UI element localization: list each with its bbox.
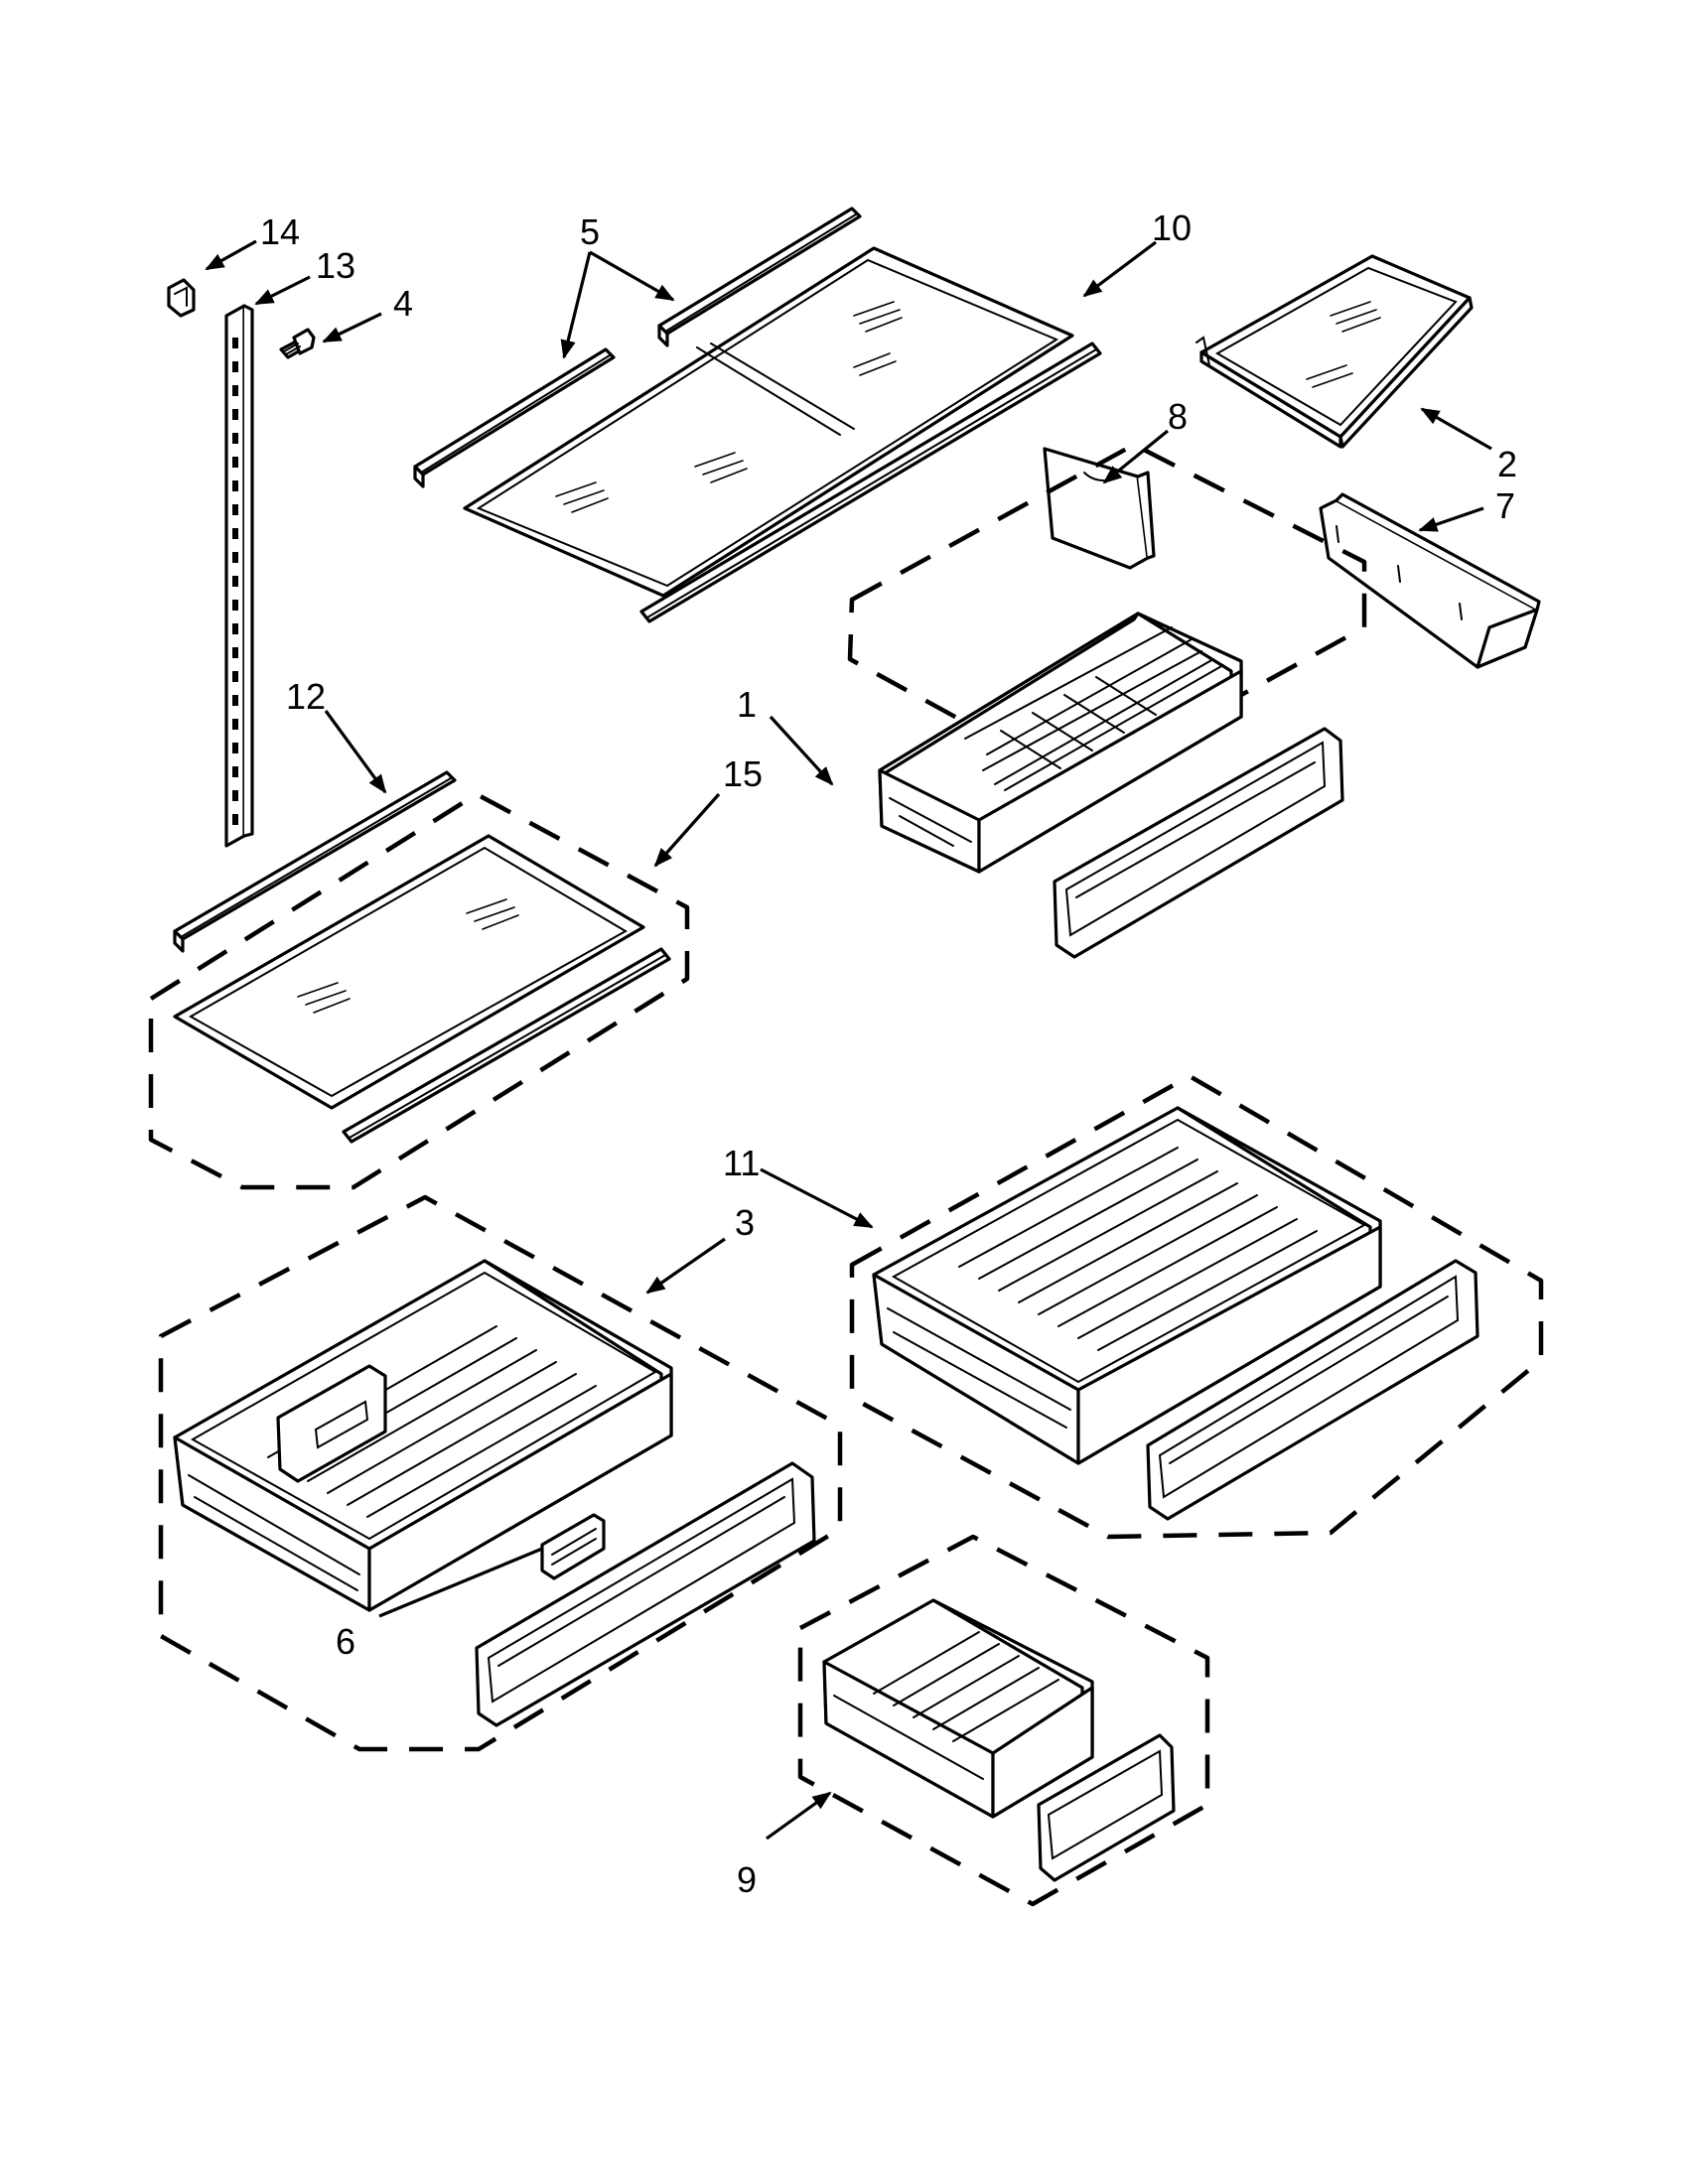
rail-slot xyxy=(232,552,238,563)
rail-slot xyxy=(232,647,238,658)
leader-2 xyxy=(1420,407,1492,451)
part-1-crisper-drawer xyxy=(847,442,1367,959)
leader-15 xyxy=(653,792,721,868)
rail-slot xyxy=(232,338,238,348)
part-7-tray xyxy=(1319,492,1541,669)
callout-15: 15 xyxy=(723,753,763,794)
leader-1 xyxy=(769,715,834,786)
rail-slot xyxy=(232,743,238,753)
leader-7 xyxy=(1418,506,1484,532)
callout-10: 10 xyxy=(1152,207,1192,248)
callout-labels: 14 13 4 5 10 8 2 7 1 12 15 11 3 6 9 xyxy=(260,207,1517,1900)
callout-1: 1 xyxy=(737,684,757,725)
part-14-cap xyxy=(167,278,196,318)
rail-slot xyxy=(232,719,238,730)
callout-12: 12 xyxy=(286,676,326,717)
callout-11: 11 xyxy=(723,1143,760,1183)
rail-slot xyxy=(232,695,238,706)
rail-slot xyxy=(232,600,238,611)
rail-slot xyxy=(232,814,238,825)
callout-3: 3 xyxy=(735,1202,755,1243)
leader-5b xyxy=(589,250,675,302)
rail-slot xyxy=(232,433,238,444)
part-9-small-crisper xyxy=(797,1534,1210,1907)
part-8-divider xyxy=(1043,447,1156,570)
rail-slot xyxy=(232,766,238,777)
leader-10 xyxy=(1082,240,1157,298)
leader-3 xyxy=(645,1237,726,1295)
rail-slot xyxy=(232,576,238,587)
part-11-deli-drawer xyxy=(849,1073,1544,1540)
callout-14: 14 xyxy=(260,211,300,252)
callout-6: 6 xyxy=(336,1621,355,1662)
part-2-small-shelf xyxy=(1196,254,1474,449)
leader-4 xyxy=(322,312,382,343)
callout-9: 9 xyxy=(737,1859,757,1900)
callout-2: 2 xyxy=(1497,444,1517,484)
rail-slot xyxy=(232,528,238,539)
leader-5a xyxy=(560,251,592,359)
leader-9 xyxy=(766,1791,832,1841)
leader-13 xyxy=(254,275,311,306)
leader-14 xyxy=(205,239,257,271)
part-4-screw xyxy=(279,328,316,359)
part-3-pantry-drawer xyxy=(158,1194,843,1752)
rail-slot xyxy=(232,504,238,515)
rail-slot xyxy=(232,790,238,801)
callout-7: 7 xyxy=(1495,485,1515,526)
rail-slot xyxy=(232,457,238,468)
part-15-full-shelf xyxy=(148,770,690,1190)
rail-slot xyxy=(232,409,238,420)
leader-8 xyxy=(1102,429,1170,484)
rail-slot xyxy=(232,623,238,634)
callout-8: 8 xyxy=(1168,396,1188,437)
rail-slot xyxy=(232,671,238,682)
callout-5: 5 xyxy=(580,211,600,252)
part-13-ladder-rail xyxy=(224,304,254,848)
rail-slot xyxy=(232,480,238,491)
callout-13: 13 xyxy=(316,245,355,286)
callout-4: 4 xyxy=(393,283,413,324)
leader-lines xyxy=(205,239,1492,1841)
leader-6 xyxy=(378,1547,543,1618)
part-10-split-shelf xyxy=(413,206,1102,623)
leader-12 xyxy=(324,710,387,794)
rail-slot xyxy=(232,385,238,396)
leader-11 xyxy=(760,1167,874,1229)
rail-slot xyxy=(232,361,238,372)
